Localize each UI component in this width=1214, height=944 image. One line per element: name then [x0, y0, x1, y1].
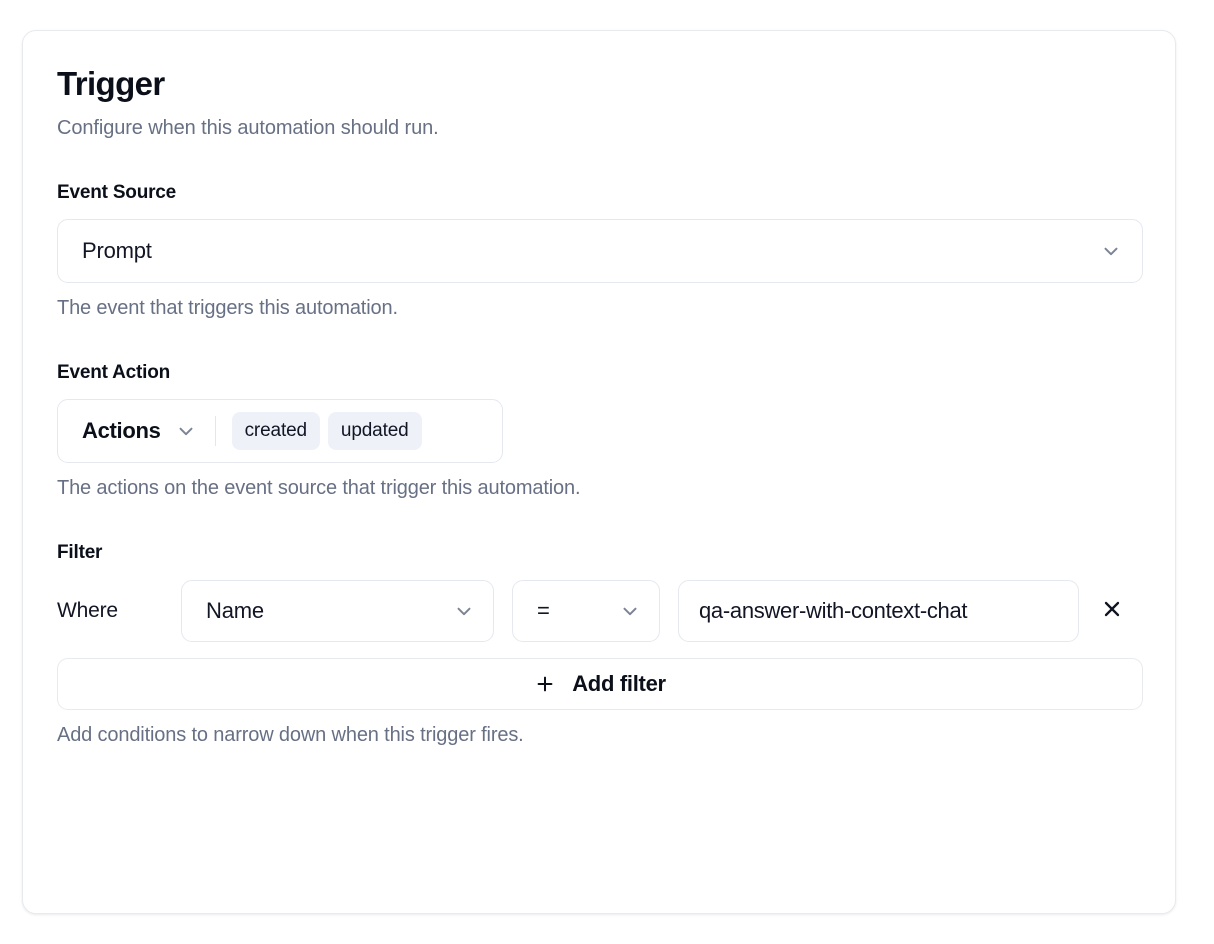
where-label: Where: [57, 598, 118, 622]
card-subtitle: Configure when this automation should ru…: [57, 116, 439, 139]
filter-hint: Add conditions to narrow down when this …: [57, 723, 524, 746]
filter-row: Where Name =: [57, 579, 1141, 642]
event-source-value: Prompt: [82, 237, 152, 263]
action-chip-updated[interactable]: updated: [327, 412, 422, 450]
chevron-down-icon: [619, 600, 641, 622]
event-action-hint: The actions on the event source that tri…: [57, 476, 581, 499]
chevron-down-icon: [175, 420, 197, 442]
filter-operator-value: =: [537, 597, 550, 623]
filter-operator-select[interactable]: =: [512, 579, 660, 642]
trigger-card: Trigger Configure when this automation s…: [22, 30, 1176, 914]
divider: [214, 415, 216, 446]
filter-field-value: Name: [206, 597, 264, 623]
chevron-down-icon: [1100, 240, 1122, 262]
event-source-select[interactable]: Prompt: [57, 218, 1143, 283]
event-action-label: Event Action: [57, 361, 171, 383]
add-filter-label: Add filter: [572, 670, 666, 696]
event-action-value: Actions: [82, 417, 161, 443]
filter-field-select[interactable]: Name: [181, 579, 494, 642]
event-action-group: Event Action Actions created updated The…: [57, 362, 1141, 500]
action-chip-created[interactable]: created: [231, 412, 320, 450]
event-action-select[interactable]: Actions: [82, 418, 197, 444]
filter-group: Filter Where Name =: [57, 541, 1143, 747]
filter-label: Filter: [57, 541, 103, 563]
event-source-hint: The event that triggers this automation.: [57, 296, 398, 319]
plus-icon: [534, 673, 556, 695]
add-filter-button[interactable]: Add filter: [57, 657, 1143, 710]
event-source-label: Event Source: [57, 181, 177, 203]
page-title: Trigger: [57, 65, 165, 102]
chevron-down-icon: [453, 600, 475, 622]
event-action-combo: Actions created updated: [57, 398, 503, 463]
remove-filter-button[interactable]: [1091, 590, 1133, 632]
event-action-chips: created updated: [231, 412, 422, 450]
filter-value-input[interactable]: [678, 579, 1079, 642]
event-source-group: Event Source Prompt The event that trigg…: [57, 181, 1143, 320]
close-icon: [1100, 597, 1124, 624]
